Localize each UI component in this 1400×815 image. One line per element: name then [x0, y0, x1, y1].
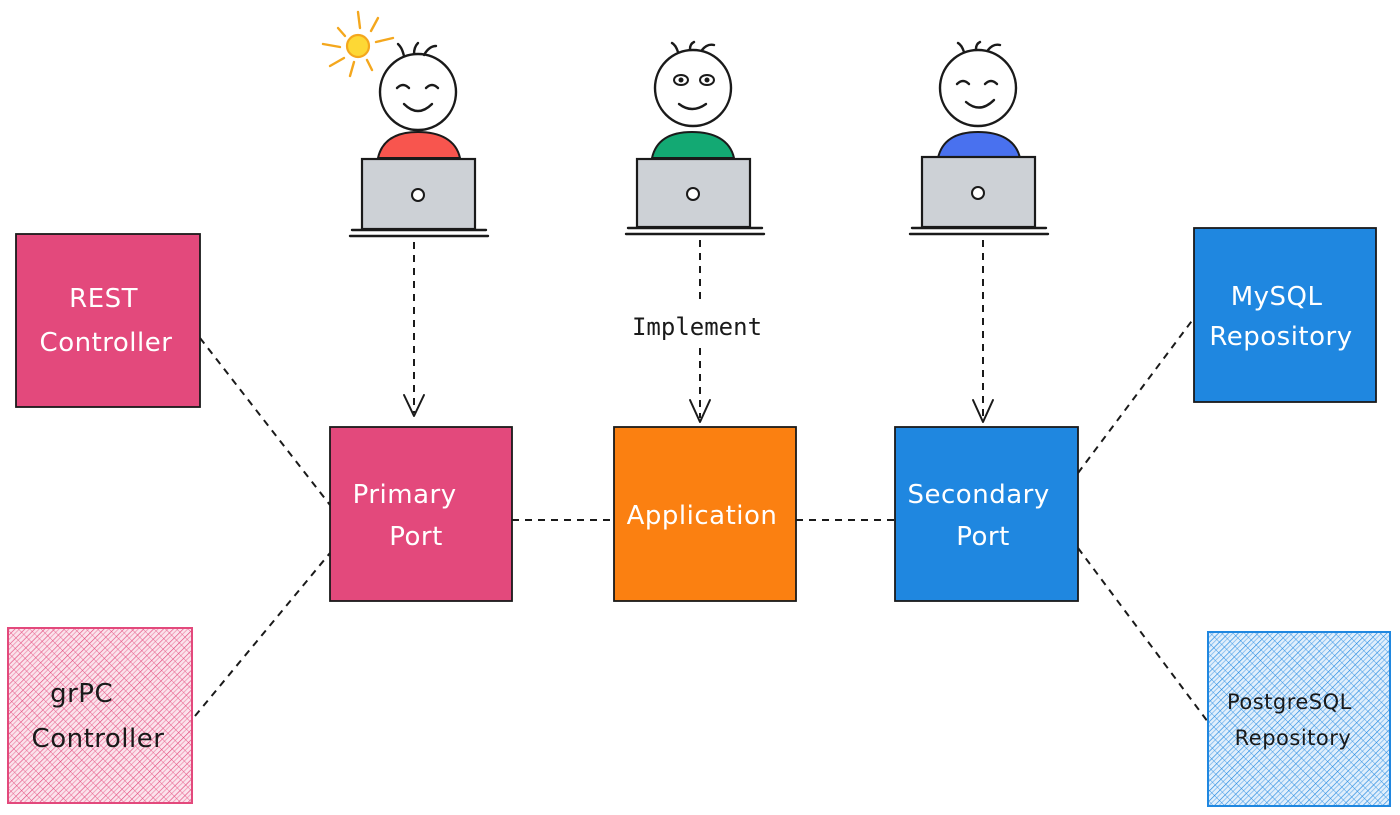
- person1-shirt: [376, 130, 462, 159]
- implement-edge-label: Implement: [632, 313, 762, 341]
- person-at-laptop-icon: [348, 41, 490, 238]
- person3-head: [938, 48, 1018, 128]
- person1-head: [378, 52, 458, 132]
- svg-text:REST Controller: REST Controller: [40, 284, 173, 358]
- secondary-port-label-line2: Port: [956, 522, 1010, 552]
- rest-controller-box: [15, 233, 201, 408]
- person-at-laptop-icon: [624, 40, 766, 236]
- postgresql-repository-label-line1: PostgreSQL: [1227, 690, 1352, 714]
- edge-secondary-to-postgresql: [1077, 547, 1209, 723]
- edge-rest-to-primary: [199, 337, 331, 506]
- secondary-port-label-line1: Secondary: [908, 480, 1050, 510]
- person3-shirt: [936, 130, 1022, 159]
- application-box: [613, 426, 797, 602]
- rest-controller-label-line1: REST: [69, 284, 138, 314]
- application-node: Application: [613, 426, 797, 602]
- arrowhead-application: [689, 399, 711, 423]
- edge-label-background: [612, 306, 782, 346]
- person-at-laptop-icon: [908, 40, 1050, 236]
- grpc-controller-node: grPC Controller: [7, 627, 193, 804]
- primary-port-box: [329, 426, 513, 602]
- connectors: [194, 240, 1209, 723]
- primary-port-label-line1: Primary: [353, 480, 457, 510]
- mysql-repository-box: [1193, 227, 1377, 403]
- postgresql-repository-label-line2: Repository: [1235, 726, 1352, 750]
- mysql-repository-node: MySQL Repository: [1193, 227, 1377, 403]
- arrowhead-primary: [403, 394, 425, 417]
- svg-text:Primary Port: Primary Port: [353, 480, 466, 552]
- grpc-controller-label-line1: grPC: [50, 679, 113, 709]
- person2-shirt: [650, 130, 736, 159]
- rest-controller-label-line2: Controller: [40, 328, 173, 358]
- person2-head: [653, 48, 733, 128]
- arrowhead-secondary: [972, 399, 994, 423]
- grpc-controller-label-line2: Controller: [32, 724, 165, 754]
- edge-grpc-to-primary: [194, 552, 331, 717]
- edge-secondary-to-mysql: [1077, 317, 1195, 474]
- svg-text:Secondary Port: Secondary Port: [908, 480, 1059, 552]
- mysql-repository-label-line2: Repository: [1209, 322, 1352, 352]
- primary-port-node: Primary Port: [329, 426, 513, 602]
- rest-controller-node: REST Controller: [15, 233, 201, 408]
- svg-text:PostgreSQL Repository: PostgreSQL Repository: [1227, 690, 1359, 750]
- svg-text:MySQL Repository: MySQL Repository: [1209, 282, 1352, 352]
- postgresql-repository-node: PostgreSQL Repository: [1207, 631, 1391, 807]
- svg-text:grPC Controller: grPC Controller: [32, 679, 165, 754]
- sun-icon: [321, 10, 395, 78]
- secondary-port-box: [894, 426, 1079, 602]
- application-label: Application: [627, 501, 778, 531]
- primary-port-label-line2: Port: [389, 522, 443, 552]
- mysql-repository-label-line1: MySQL: [1231, 282, 1323, 312]
- secondary-port-node: Secondary Port: [894, 426, 1079, 602]
